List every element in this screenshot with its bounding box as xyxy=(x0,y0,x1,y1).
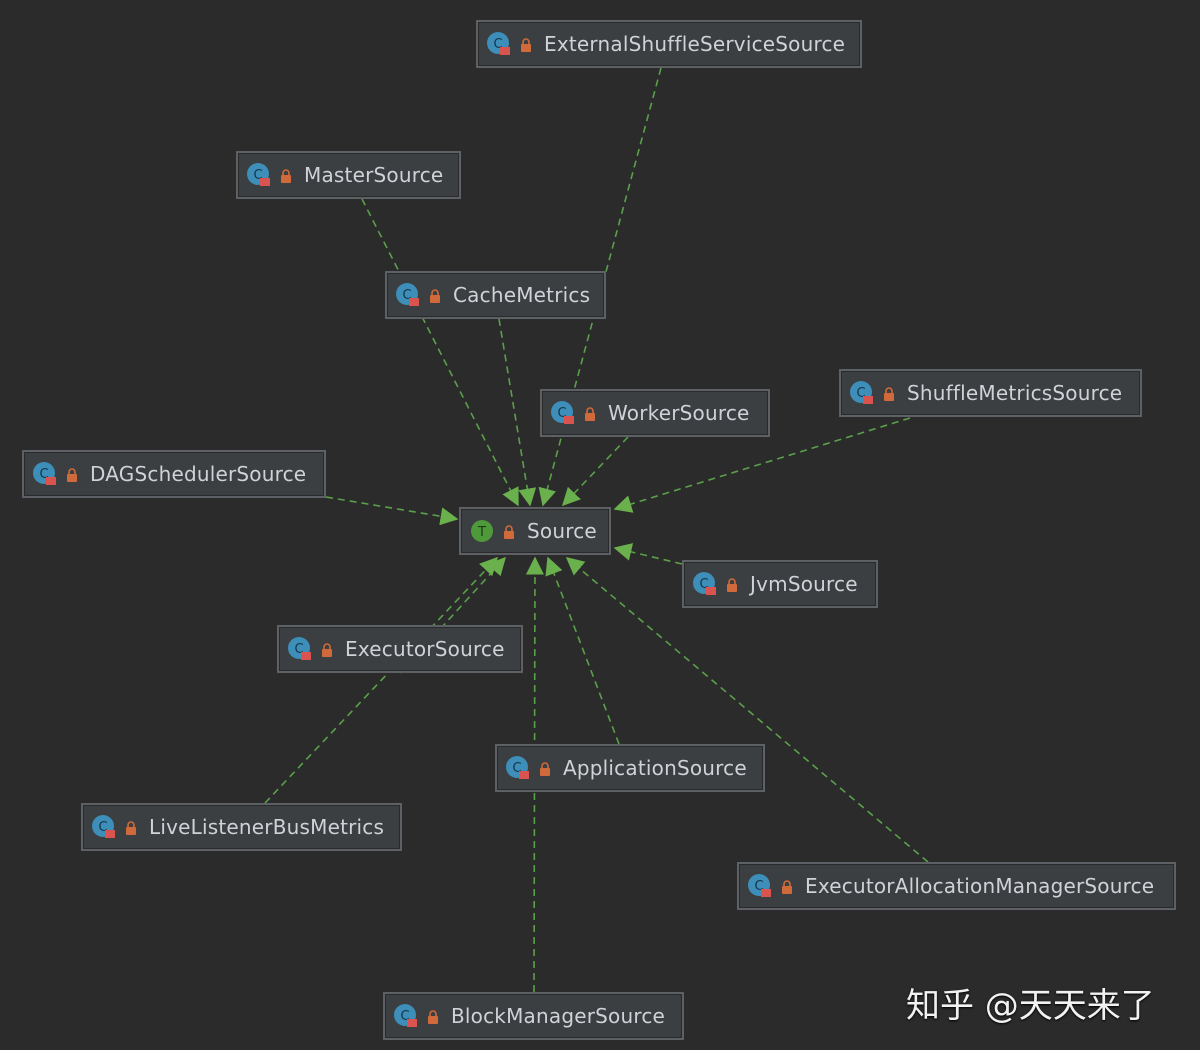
lock-icon xyxy=(429,288,441,303)
svg-text:C: C xyxy=(98,820,107,835)
svg-text:C: C xyxy=(754,879,763,894)
interface-letter: T xyxy=(477,525,486,540)
node-jvm-source[interactable]: C JvmSource xyxy=(682,560,878,608)
node-label: MasterSource xyxy=(304,163,444,187)
node-label: CacheMetrics xyxy=(453,283,591,307)
node-label: ExecutorAllocationManagerSource xyxy=(805,874,1155,898)
node-cache-metrics[interactable]: C CacheMetrics xyxy=(385,271,606,319)
svg-text:C: C xyxy=(39,467,48,482)
svg-text:C: C xyxy=(294,642,303,657)
node-live-listener-bus-metrics[interactable]: C LiveListenerBusMetrics xyxy=(81,803,402,851)
node-application-source[interactable]: C ApplicationSource xyxy=(495,744,765,792)
node-label: Source xyxy=(527,519,597,543)
edge-live-listener-bus-metrics-to-source xyxy=(264,556,499,804)
class-icon: C xyxy=(287,636,313,662)
edge-master-source-to-source xyxy=(361,198,519,507)
class-icon: C xyxy=(395,282,421,308)
class-icon: C xyxy=(32,461,58,487)
class-icon: C xyxy=(393,1003,419,1029)
class-icon: C xyxy=(747,873,773,899)
lock-icon xyxy=(584,406,596,421)
edge-executor-allocation-manager-source-to-source xyxy=(565,557,929,863)
node-label: BlockManagerSource xyxy=(451,1004,666,1028)
svg-text:C: C xyxy=(402,288,411,303)
node-executor-allocation-manager-source[interactable]: C ExecutorAllocationManagerSource xyxy=(737,862,1176,910)
svg-text:C: C xyxy=(699,577,708,592)
node-label: ExternalShuffleServiceSource xyxy=(544,32,846,56)
class-icon: C xyxy=(505,755,531,781)
edge-dag-scheduler-source-to-source xyxy=(325,496,459,526)
watermark: 知乎 @天天来了 xyxy=(906,986,1155,1026)
edge-cache-metrics-to-source xyxy=(498,318,537,507)
class-icon: C xyxy=(246,162,272,188)
interface-t-icon: T xyxy=(469,518,495,544)
svg-text:C: C xyxy=(856,386,865,401)
node-external-shuffle-service-source[interactable]: C ExternalShuffleServiceSource xyxy=(476,20,862,68)
node-label: WorkerSource xyxy=(608,401,750,425)
edge-worker-source-to-source xyxy=(561,436,629,507)
node-master-source[interactable]: C MasterSource xyxy=(236,151,461,199)
node-label: ApplicationSource xyxy=(563,756,747,780)
lock-icon xyxy=(280,168,292,183)
node-executor-source[interactable]: C ExecutorSource xyxy=(277,625,523,673)
edge-jvm-source-to-source xyxy=(613,543,683,565)
class-icon: C xyxy=(692,571,718,597)
class-icon: C xyxy=(849,380,875,406)
lock-icon xyxy=(503,524,515,539)
lock-icon xyxy=(781,879,793,894)
node-label: JvmSource xyxy=(750,572,858,596)
edge-application-source-to-source xyxy=(545,556,620,745)
lock-icon xyxy=(66,467,78,482)
class-icon: C xyxy=(91,814,117,840)
node-shuffle-metrics-source[interactable]: C ShuffleMetricsSource xyxy=(839,369,1142,417)
lock-icon xyxy=(427,1009,439,1024)
svg-text:C: C xyxy=(493,37,502,52)
node-label: ExecutorSource xyxy=(345,637,505,661)
lock-icon xyxy=(726,577,738,592)
class-icon: C xyxy=(550,400,576,426)
svg-text:C: C xyxy=(253,168,262,183)
lock-icon xyxy=(539,761,551,776)
svg-text:C: C xyxy=(512,761,521,776)
lock-icon xyxy=(321,642,333,657)
lock-icon xyxy=(883,386,895,401)
node-source[interactable]: T Source xyxy=(459,507,611,555)
node-dag-scheduler-source[interactable]: C DAGSchedulerSource xyxy=(22,450,326,498)
class-icon: C xyxy=(486,31,512,57)
svg-text:C: C xyxy=(557,406,566,421)
node-label: ShuffleMetricsSource xyxy=(907,381,1123,405)
node-label: DAGSchedulerSource xyxy=(90,462,307,486)
node-block-manager-source[interactable]: C BlockManagerSource xyxy=(383,992,684,1040)
node-worker-source[interactable]: C WorkerSource xyxy=(540,389,770,437)
lock-icon xyxy=(125,820,137,835)
lock-icon xyxy=(520,37,532,52)
node-label: LiveListenerBusMetrics xyxy=(149,815,385,839)
svg-text:C: C xyxy=(400,1009,409,1024)
edge-shuffle-metrics-source-to-source xyxy=(613,417,911,513)
